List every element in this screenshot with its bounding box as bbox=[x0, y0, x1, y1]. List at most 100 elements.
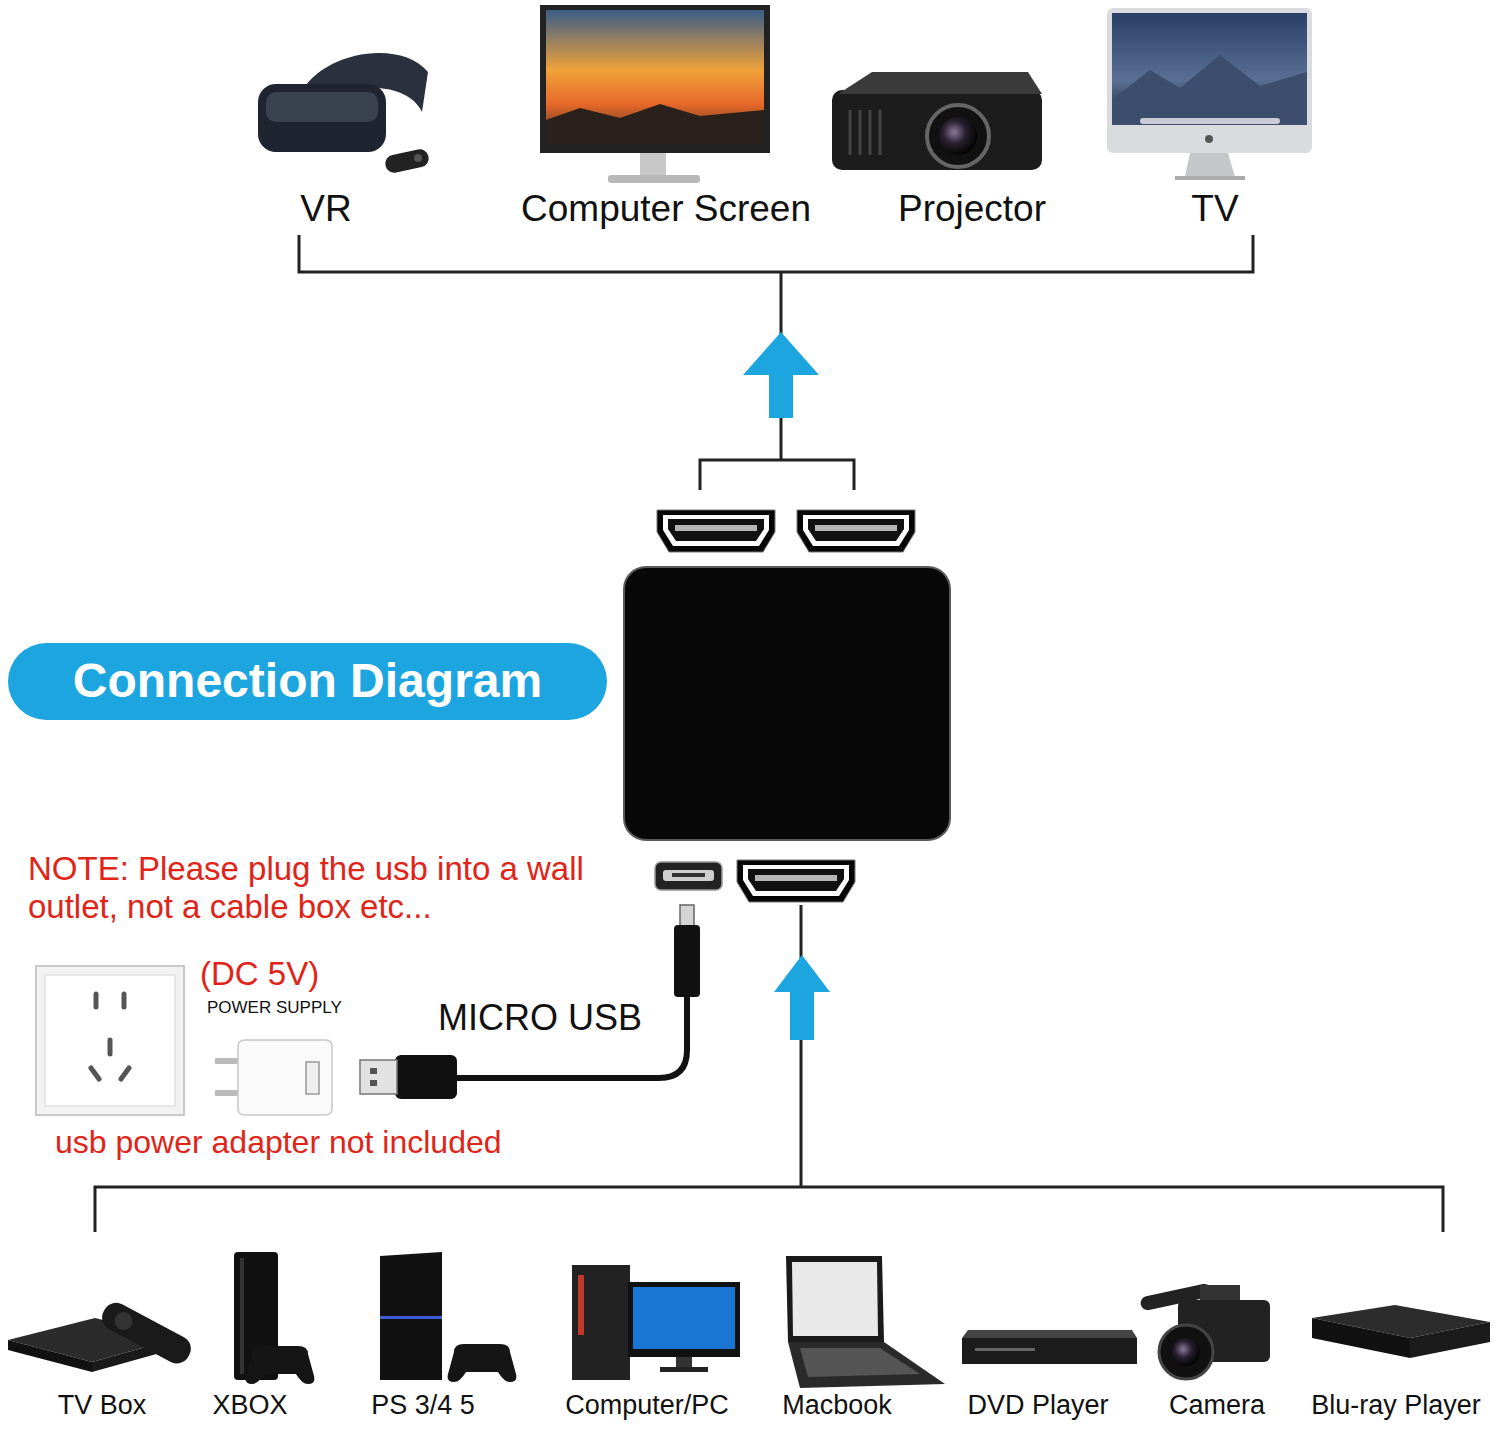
projector-picture bbox=[849, 110, 852, 155]
note-text: MICRO USB bbox=[438, 997, 642, 1038]
usb-power-adapter bbox=[306, 1062, 319, 1094]
signal-arrow bbox=[743, 332, 819, 418]
note-text: POWER SUPPLY bbox=[207, 998, 342, 1018]
label-box: TV bbox=[1191, 188, 1238, 231]
usb-cable bbox=[395, 1055, 457, 1099]
output-device-name: VR bbox=[300, 188, 351, 231]
usb-cable bbox=[370, 1080, 377, 1086]
label-box: DVD Player bbox=[967, 1390, 1108, 1421]
input-bracket bbox=[800, 905, 803, 1187]
xbox-picture bbox=[234, 1252, 314, 1384]
vr-headset-picture bbox=[258, 84, 386, 152]
projector-picture bbox=[859, 110, 862, 155]
monitor-picture bbox=[546, 104, 764, 144]
imac-picture bbox=[1140, 118, 1280, 124]
imac-picture bbox=[1107, 8, 1312, 180]
note-text: (DC 5V) bbox=[200, 955, 319, 993]
source-device-name: Blu-ray Player bbox=[1311, 1390, 1481, 1421]
hdmi-output-ports bbox=[797, 510, 915, 552]
projector-picture bbox=[927, 105, 989, 167]
usb-power-adapter bbox=[215, 1090, 240, 1096]
imac-picture bbox=[1112, 13, 1307, 125]
tv-box-picture bbox=[8, 1340, 92, 1372]
laptop-picture bbox=[786, 1256, 884, 1342]
output-device-name: TV bbox=[1191, 188, 1238, 231]
label-box: Computer/PC bbox=[565, 1390, 729, 1421]
usb-cable bbox=[360, 1060, 397, 1094]
playstation-picture bbox=[380, 1252, 442, 1380]
source-device-name: XBOX bbox=[212, 1390, 287, 1421]
output-device-name: Computer Screen bbox=[521, 188, 811, 231]
label-box: XBOX bbox=[212, 1390, 287, 1421]
micro-usb-port bbox=[655, 862, 722, 890]
wall-outlet bbox=[122, 994, 127, 1007]
pc-picture bbox=[572, 1265, 630, 1380]
source-device-name: DVD Player bbox=[967, 1390, 1108, 1421]
label-box: TV Box bbox=[58, 1390, 147, 1421]
output-bracket bbox=[299, 235, 1253, 272]
micro-usb-port bbox=[663, 870, 714, 881]
label-box: VR bbox=[300, 188, 351, 231]
note-text: usb power adapter not included bbox=[55, 1124, 502, 1161]
playstation-picture bbox=[380, 1252, 516, 1382]
output-device-name: Projector bbox=[898, 188, 1046, 231]
splitter-box bbox=[624, 567, 950, 840]
micro-usb-port bbox=[672, 873, 705, 877]
dvd-player-picture bbox=[962, 1338, 1137, 1364]
projector-picture bbox=[879, 110, 882, 155]
wall-outlet bbox=[121, 1068, 129, 1079]
vr-headset-picture bbox=[414, 154, 422, 162]
monitor-picture bbox=[540, 5, 770, 183]
label-box: Macbook bbox=[782, 1390, 892, 1421]
usb-cable bbox=[680, 905, 694, 927]
output-bracket bbox=[700, 460, 854, 490]
usb-power-adapter bbox=[215, 1058, 240, 1064]
source-device-name: PS 3/4 5 bbox=[371, 1390, 475, 1421]
wall-outlet bbox=[45, 975, 175, 1106]
wall-outlet bbox=[91, 994, 129, 1079]
imac-picture bbox=[1112, 55, 1307, 125]
label-box: PS 3/4 5 bbox=[371, 1390, 475, 1421]
projector-picture bbox=[832, 90, 1042, 170]
monitor-picture bbox=[640, 153, 666, 175]
micro-usb-port bbox=[655, 862, 722, 890]
signal-arrow bbox=[774, 955, 830, 1040]
imac-picture bbox=[1185, 153, 1235, 177]
title-text: Connection Diagram bbox=[73, 655, 542, 708]
imac-picture bbox=[1175, 176, 1245, 180]
laptop-picture bbox=[800, 1348, 920, 1377]
label-box: Computer Screen bbox=[521, 188, 811, 231]
vr-headset-picture bbox=[384, 148, 431, 175]
wall-outlet bbox=[36, 966, 184, 1115]
label-box: Blu-ray Player bbox=[1311, 1390, 1481, 1421]
source-device-name: TV Box bbox=[58, 1390, 147, 1421]
source-device-name: Macbook bbox=[782, 1390, 892, 1421]
monitor-picture bbox=[540, 5, 770, 153]
label-box: POWER SUPPLY bbox=[207, 998, 342, 1018]
label-box: Projector bbox=[898, 188, 1046, 231]
wall-outlet bbox=[36, 966, 184, 1115]
vr-headset-picture bbox=[266, 92, 378, 122]
monitor-picture bbox=[546, 10, 764, 144]
tv-box-picture bbox=[98, 1298, 196, 1368]
pc-picture bbox=[578, 1275, 584, 1335]
dvd-player-picture bbox=[975, 1348, 1035, 1351]
laptop-picture bbox=[788, 1342, 945, 1388]
input-bracket bbox=[95, 1187, 1443, 1232]
pc-picture bbox=[628, 1282, 740, 1357]
usb-cable bbox=[360, 905, 700, 1099]
projector-picture bbox=[838, 72, 1042, 94]
playstation-picture bbox=[448, 1344, 517, 1382]
camera-picture bbox=[1139, 1283, 1270, 1379]
input-bracket bbox=[95, 905, 1443, 1232]
playstation-picture bbox=[380, 1316, 442, 1319]
blu-ray-player-picture bbox=[1312, 1318, 1410, 1358]
blu-ray-player-picture bbox=[1312, 1305, 1490, 1358]
usb-cable bbox=[370, 1068, 377, 1074]
pc-picture bbox=[572, 1265, 740, 1380]
imac-picture bbox=[1107, 8, 1312, 153]
pc-picture bbox=[633, 1287, 735, 1349]
usb-power-adapter bbox=[238, 1040, 332, 1115]
output-bracket bbox=[299, 235, 1253, 490]
